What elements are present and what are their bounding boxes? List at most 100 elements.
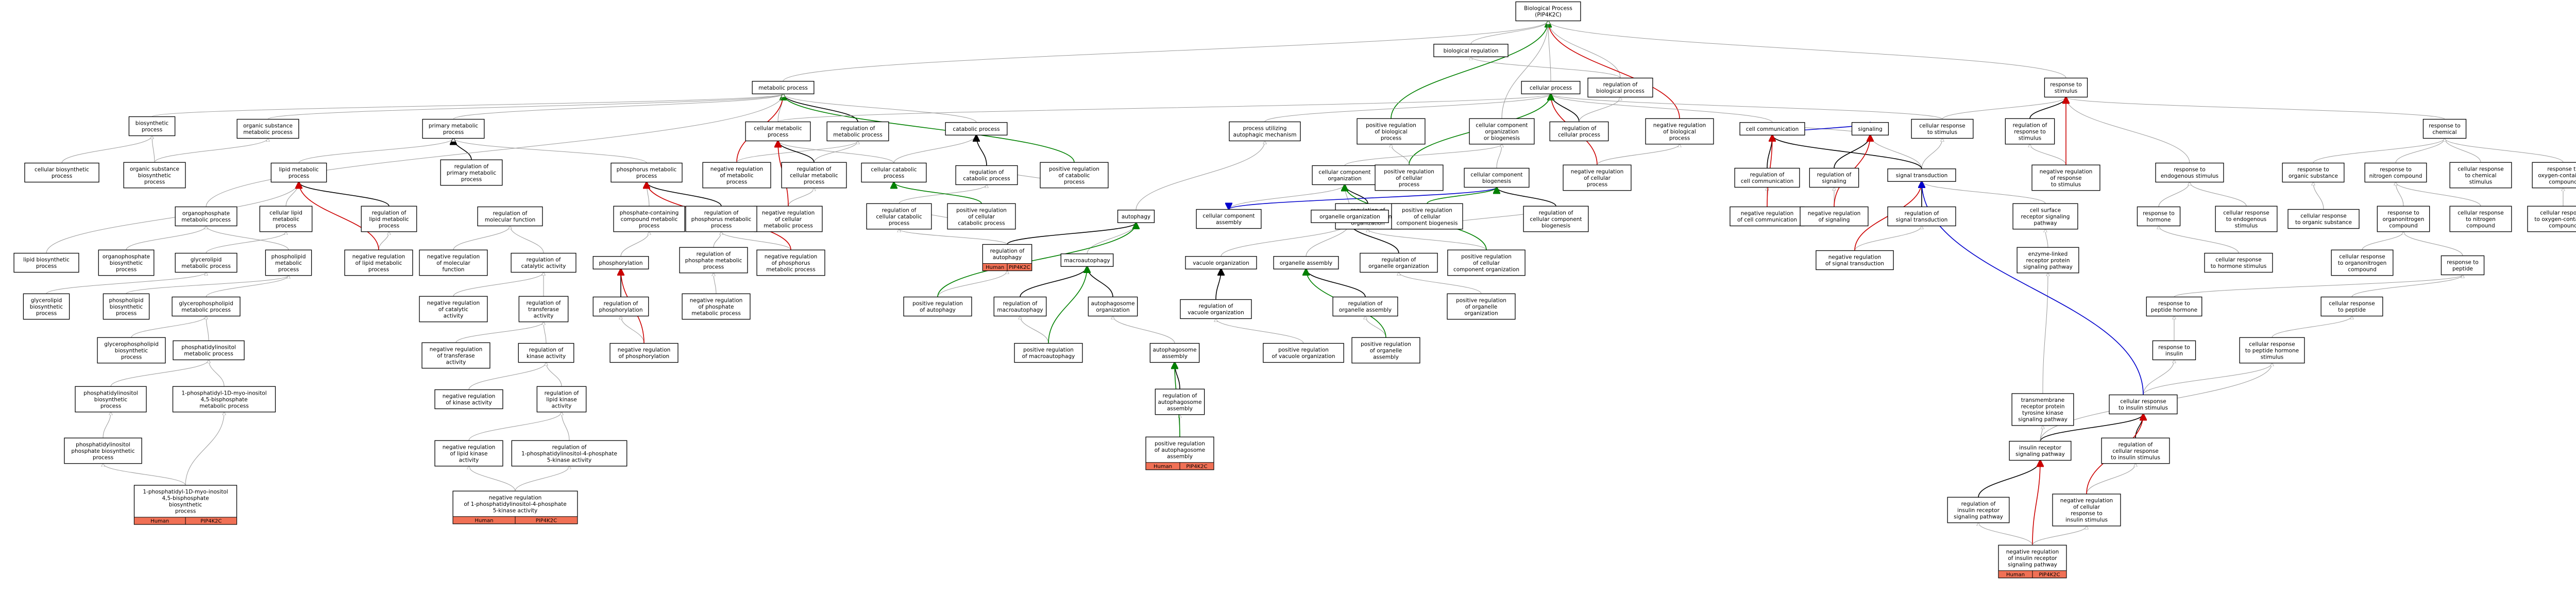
go-term-sigtrans[interactable]: signal transduction <box>1887 168 1956 182</box>
go-term-organasm[interactable]: organelle assembly <box>1273 256 1339 269</box>
go-term-vacuoleorg[interactable]: vacuole organization <box>1185 256 1257 269</box>
go-term-organorg[interactable]: organelle organization <box>1311 210 1389 223</box>
go-term-macroautophagy[interactable]: macroautophagy <box>1060 253 1114 267</box>
go-term-catab[interactable]: catabolic process <box>945 122 1008 135</box>
go-term-cellproc[interactable]: cellular process <box>1521 81 1581 94</box>
go-term-cellcomm[interactable]: cell communication <box>1739 122 1805 135</box>
